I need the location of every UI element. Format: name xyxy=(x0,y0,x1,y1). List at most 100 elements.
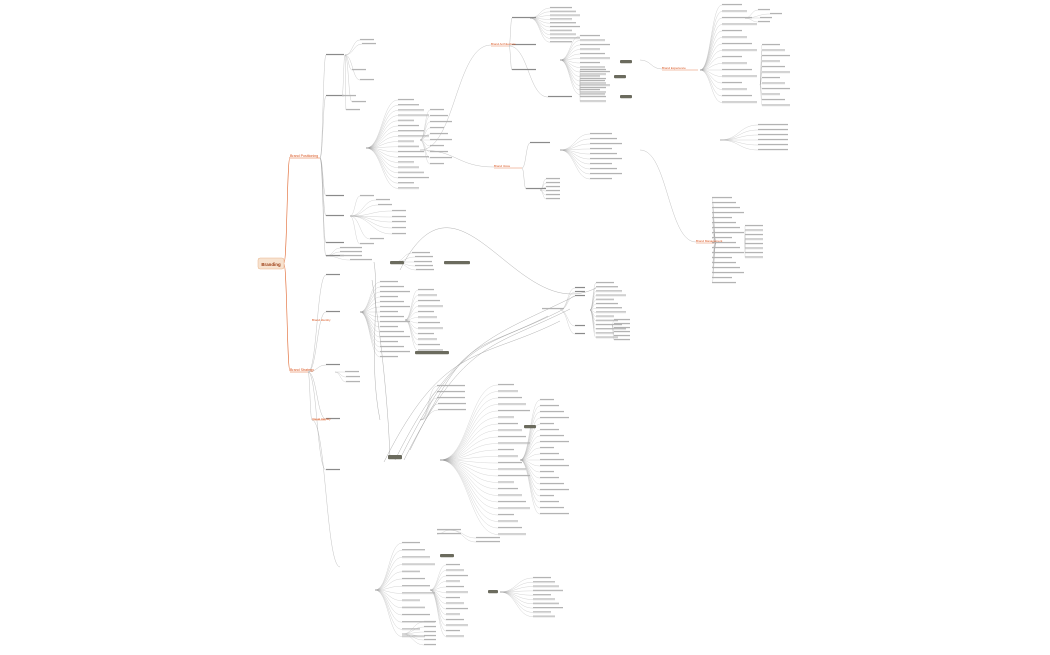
leaf-node[interactable] xyxy=(762,82,785,84)
leaf-node[interactable] xyxy=(418,327,443,329)
tag-badge[interactable] xyxy=(440,554,454,558)
leaf-node[interactable] xyxy=(398,135,429,137)
leaf-node[interactable] xyxy=(540,500,559,502)
tag-badge[interactable] xyxy=(444,261,470,265)
leaf-node[interactable] xyxy=(376,198,390,200)
leaf-node[interactable] xyxy=(580,82,606,84)
leaf-node[interactable] xyxy=(745,229,763,231)
leaf-node[interactable] xyxy=(476,536,500,538)
leaf-node[interactable] xyxy=(402,577,425,579)
tag-badge[interactable] xyxy=(388,456,402,460)
leaf-node[interactable] xyxy=(437,532,461,534)
leaf-node[interactable] xyxy=(540,482,564,484)
leaf-node[interactable] xyxy=(540,452,559,454)
leaf-node[interactable] xyxy=(424,620,436,622)
leaf-node[interactable] xyxy=(590,172,622,174)
leaf-node[interactable] xyxy=(533,611,551,613)
leaf-node[interactable] xyxy=(438,402,466,404)
leaf-node[interactable] xyxy=(580,61,600,63)
leaf-node[interactable] xyxy=(758,148,788,150)
leaf-node[interactable] xyxy=(498,409,530,411)
leaf-node[interactable] xyxy=(380,300,404,302)
leaf-node[interactable] xyxy=(722,3,742,5)
leaf-node[interactable] xyxy=(550,18,572,20)
leaf-node[interactable] xyxy=(540,428,559,430)
tag-badge[interactable] xyxy=(614,75,626,79)
leaf-node[interactable] xyxy=(580,70,610,72)
leaf-node[interactable] xyxy=(402,541,420,543)
leaf-node[interactable] xyxy=(546,189,560,191)
leaf-node[interactable] xyxy=(326,53,344,55)
leaf-node[interactable] xyxy=(745,251,763,253)
leaf-node[interactable] xyxy=(340,246,362,248)
leaf-node[interactable] xyxy=(326,310,340,312)
leaf-node[interactable] xyxy=(326,194,344,196)
leaf-node[interactable] xyxy=(326,273,340,275)
leaf-node[interactable] xyxy=(498,533,526,535)
leaf-node[interactable] xyxy=(596,323,622,325)
leaf-node[interactable] xyxy=(346,108,360,110)
leaf-node[interactable] xyxy=(352,68,366,70)
leaf-node[interactable] xyxy=(540,476,559,478)
leaf-node[interactable] xyxy=(398,182,414,184)
leaf-node[interactable] xyxy=(762,76,780,78)
leaf-node[interactable] xyxy=(712,241,736,243)
leaf-node[interactable] xyxy=(590,137,617,139)
leaf-node[interactable] xyxy=(590,167,617,169)
leaf-node[interactable] xyxy=(580,43,610,45)
leaf-node[interactable] xyxy=(430,114,448,116)
leaf-node[interactable] xyxy=(350,258,372,260)
leaf-node[interactable] xyxy=(550,10,576,12)
leaf-node[interactable] xyxy=(758,128,788,130)
leaf-node[interactable] xyxy=(540,404,559,406)
leaf-node[interactable] xyxy=(540,416,569,418)
leaf-node[interactable] xyxy=(446,635,464,637)
leaf-node[interactable] xyxy=(533,594,551,596)
leaf-node[interactable] xyxy=(430,150,448,152)
leaf-node[interactable] xyxy=(498,416,514,418)
leaf-node[interactable] xyxy=(533,598,555,600)
leaf-node[interactable] xyxy=(446,602,464,604)
leaf-node[interactable] xyxy=(546,185,560,187)
leaf-node[interactable] xyxy=(712,256,732,258)
leaf-node[interactable] xyxy=(596,290,622,292)
leaf-node[interactable] xyxy=(580,88,600,90)
leaf-node[interactable] xyxy=(614,326,630,328)
leaf-node[interactable] xyxy=(380,320,410,322)
leaf-node[interactable] xyxy=(418,321,440,323)
leaf-node[interactable] xyxy=(392,232,406,234)
leaf-node[interactable] xyxy=(550,14,580,16)
leaf-node[interactable] xyxy=(398,109,424,111)
leaf-node[interactable] xyxy=(446,569,464,571)
leaf-node[interactable] xyxy=(550,37,580,39)
leaf-node[interactable] xyxy=(590,147,612,149)
leaf-node[interactable] xyxy=(430,108,444,110)
leaf-node[interactable] xyxy=(498,403,526,405)
leaf-node[interactable] xyxy=(380,305,410,307)
leaf-node[interactable] xyxy=(614,338,630,340)
leaf-node[interactable] xyxy=(722,23,757,25)
leaf-node[interactable] xyxy=(446,613,460,615)
leaf-node[interactable] xyxy=(398,124,419,126)
leaf-node[interactable] xyxy=(380,280,398,282)
leaf-node[interactable] xyxy=(722,94,752,96)
leaf-node[interactable] xyxy=(398,119,414,121)
leaf-node[interactable] xyxy=(498,448,514,450)
leaf-node[interactable] xyxy=(762,49,785,51)
leaf-node[interactable] xyxy=(498,422,518,424)
leaf-node[interactable] xyxy=(398,150,424,152)
leaf-node[interactable] xyxy=(712,231,744,233)
leaf-node[interactable] xyxy=(712,221,736,223)
leaf-node[interactable] xyxy=(498,468,526,470)
leaf-node[interactable] xyxy=(580,86,606,88)
leaf-node[interactable] xyxy=(362,42,376,44)
leaf-node[interactable] xyxy=(418,305,443,307)
leaf-node[interactable] xyxy=(380,310,398,312)
tag-badge[interactable] xyxy=(620,95,632,99)
leaf-node[interactable] xyxy=(402,549,425,551)
leaf-node[interactable] xyxy=(326,468,340,470)
leaf-node[interactable] xyxy=(498,461,522,463)
leaf-node[interactable] xyxy=(722,55,742,57)
leaf-node[interactable] xyxy=(380,290,410,292)
